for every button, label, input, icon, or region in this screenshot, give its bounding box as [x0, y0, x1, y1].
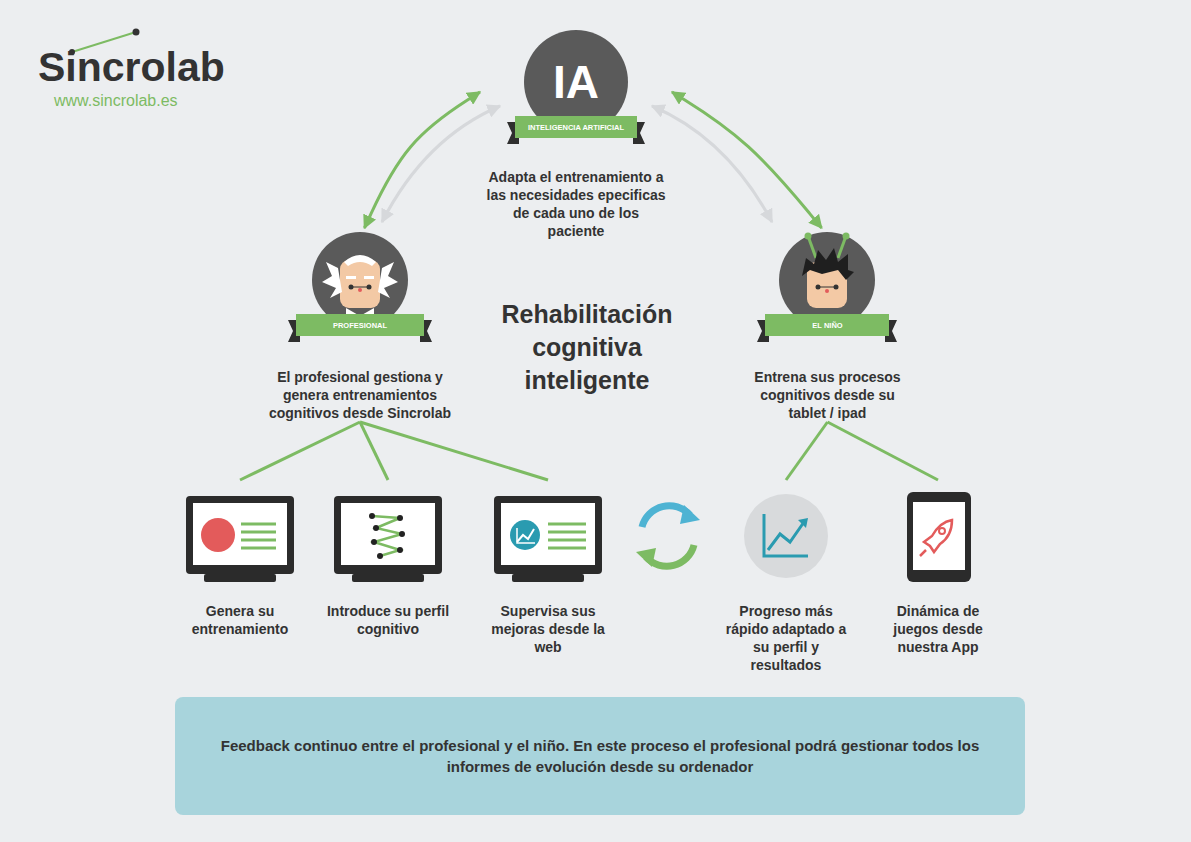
ribbon-label: INTELIGENCIA ARTIFICIAL — [480, 118, 672, 138]
node-description: Adapta el entrenamiento a las necesidade… — [486, 168, 666, 240]
ribbon-label: EL NIÑO — [730, 316, 925, 336]
feedback-text: Feedback continuo entre el profesional y… — [215, 735, 985, 777]
ribbon-label: PROFESIONAL — [250, 316, 470, 336]
logo-url: www.sincrolab.es — [54, 92, 178, 110]
step-caption: Introduce su perfil cognitivo — [323, 602, 453, 638]
feedback-box: Feedback continuo entre el profesional y… — [175, 697, 1025, 815]
monitor-icon — [186, 496, 294, 582]
step-caption: Progreso más rápido adaptado a su perfil… — [721, 602, 851, 674]
step-caption: Supervisa sus mejoras desde la web — [488, 602, 608, 656]
monitor-icon — [334, 496, 442, 582]
connector-line — [828, 422, 939, 480]
connector-arrow — [364, 92, 480, 228]
child-face — [802, 233, 854, 309]
ai-label: IA — [480, 56, 672, 108]
grey-arrow — [382, 106, 500, 222]
progress-icon — [744, 494, 828, 578]
connector-line — [786, 422, 828, 480]
grey-arrow — [652, 106, 772, 222]
step-item: Progreso más rápido adaptado a su perfil… — [721, 480, 851, 674]
connector-arrow — [672, 92, 822, 228]
ai-node: IA INTELIGENCIA ARTIFICIAL Adapta el entre… — [480, 40, 672, 240]
character-circle — [312, 232, 408, 328]
step-item: Introduce su perfil cognitivo — [323, 480, 453, 638]
cycle-arrows — [636, 505, 700, 567]
tablet-icon — [907, 492, 971, 582]
logo-text: Sincrolab — [38, 44, 225, 91]
monitor-icon — [494, 496, 602, 582]
connector-line — [240, 422, 360, 480]
step-item: Supervisa sus mejoras desde la web — [488, 480, 608, 656]
node-description: Entrena sus procesos cognitivos desde su… — [748, 368, 908, 422]
step-caption: Genera su entrenamiento — [175, 602, 305, 638]
step-item: Dinámica de juegos desde nuestra App — [878, 480, 998, 656]
professor-face — [322, 255, 398, 322]
role-node: EL NIÑO Entrena sus procesos cognitivos d… — [730, 228, 925, 422]
connector-line — [360, 422, 548, 480]
step-caption: Dinámica de juegos desde nuestra App — [878, 602, 998, 656]
role-node: PROFESIONAL El profesional gestiona y gen… — [250, 228, 470, 422]
node-description: El profesional gestiona y genera entrena… — [258, 368, 462, 422]
step-item: Genera su entrenamiento — [175, 480, 305, 638]
character-circle — [779, 232, 875, 328]
diagram-title: Rehabilitación cognitiva inteligente — [472, 298, 702, 397]
